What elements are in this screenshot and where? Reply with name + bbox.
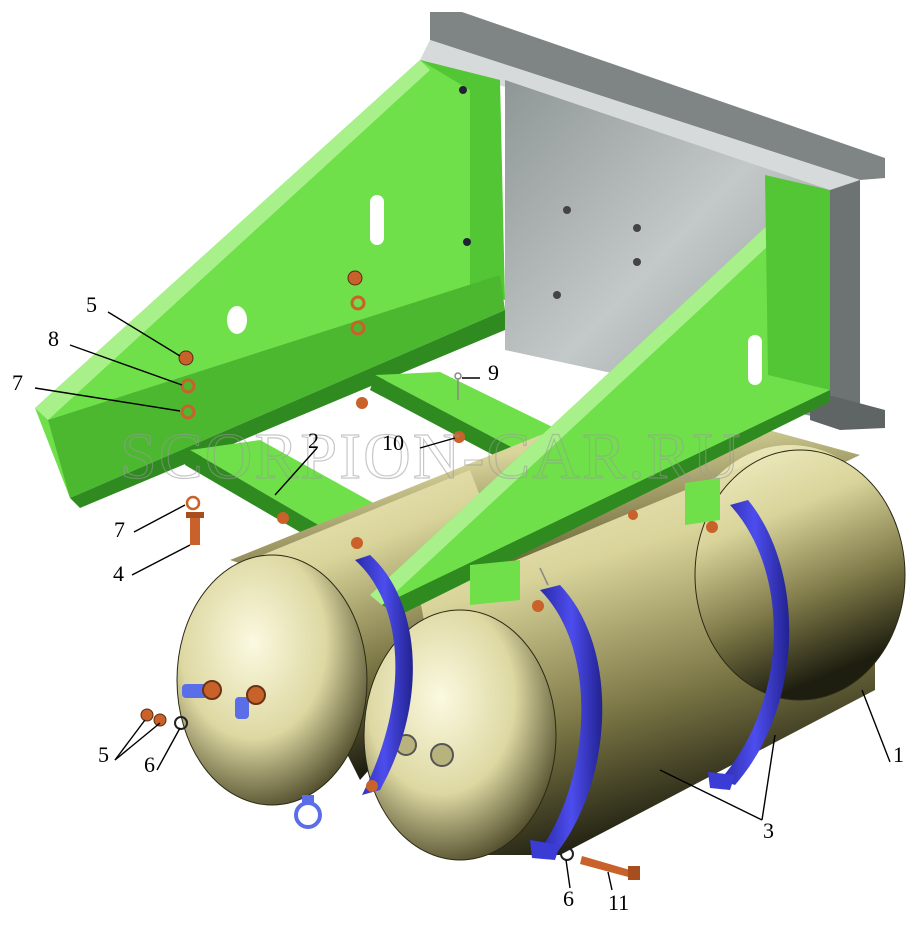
callout-7-top: 7 bbox=[12, 370, 23, 395]
callout-6-bottom: 6 bbox=[563, 886, 574, 911]
watermark-text: SCORPION-CAR.RU bbox=[120, 420, 742, 493]
callout-2: 2 bbox=[308, 428, 319, 453]
callout-11: 11 bbox=[608, 890, 629, 915]
callout-3: 3 bbox=[763, 818, 774, 843]
callout-labels: 5 8 7 2 9 10 7 4 5 6 1 3 6 11 bbox=[12, 292, 904, 915]
callout-4: 4 bbox=[113, 561, 124, 586]
callout-7-bottom: 7 bbox=[114, 517, 125, 542]
callout-9: 9 bbox=[488, 360, 499, 385]
callout-6-left: 6 bbox=[144, 752, 155, 777]
callout-10: 10 bbox=[382, 430, 404, 455]
callout-1: 1 bbox=[893, 742, 904, 767]
tank-fittings bbox=[182, 680, 322, 829]
fasteners bbox=[140, 270, 718, 880]
callout-5-top: 5 bbox=[86, 292, 97, 317]
callout-8: 8 bbox=[48, 326, 59, 351]
tank-straps bbox=[355, 500, 790, 860]
left-mounting-bracket bbox=[35, 60, 505, 508]
callout-5-bottom: 5 bbox=[98, 742, 109, 767]
leader-lines bbox=[34, 311, 891, 891]
right-mounting-bracket bbox=[370, 175, 830, 615]
